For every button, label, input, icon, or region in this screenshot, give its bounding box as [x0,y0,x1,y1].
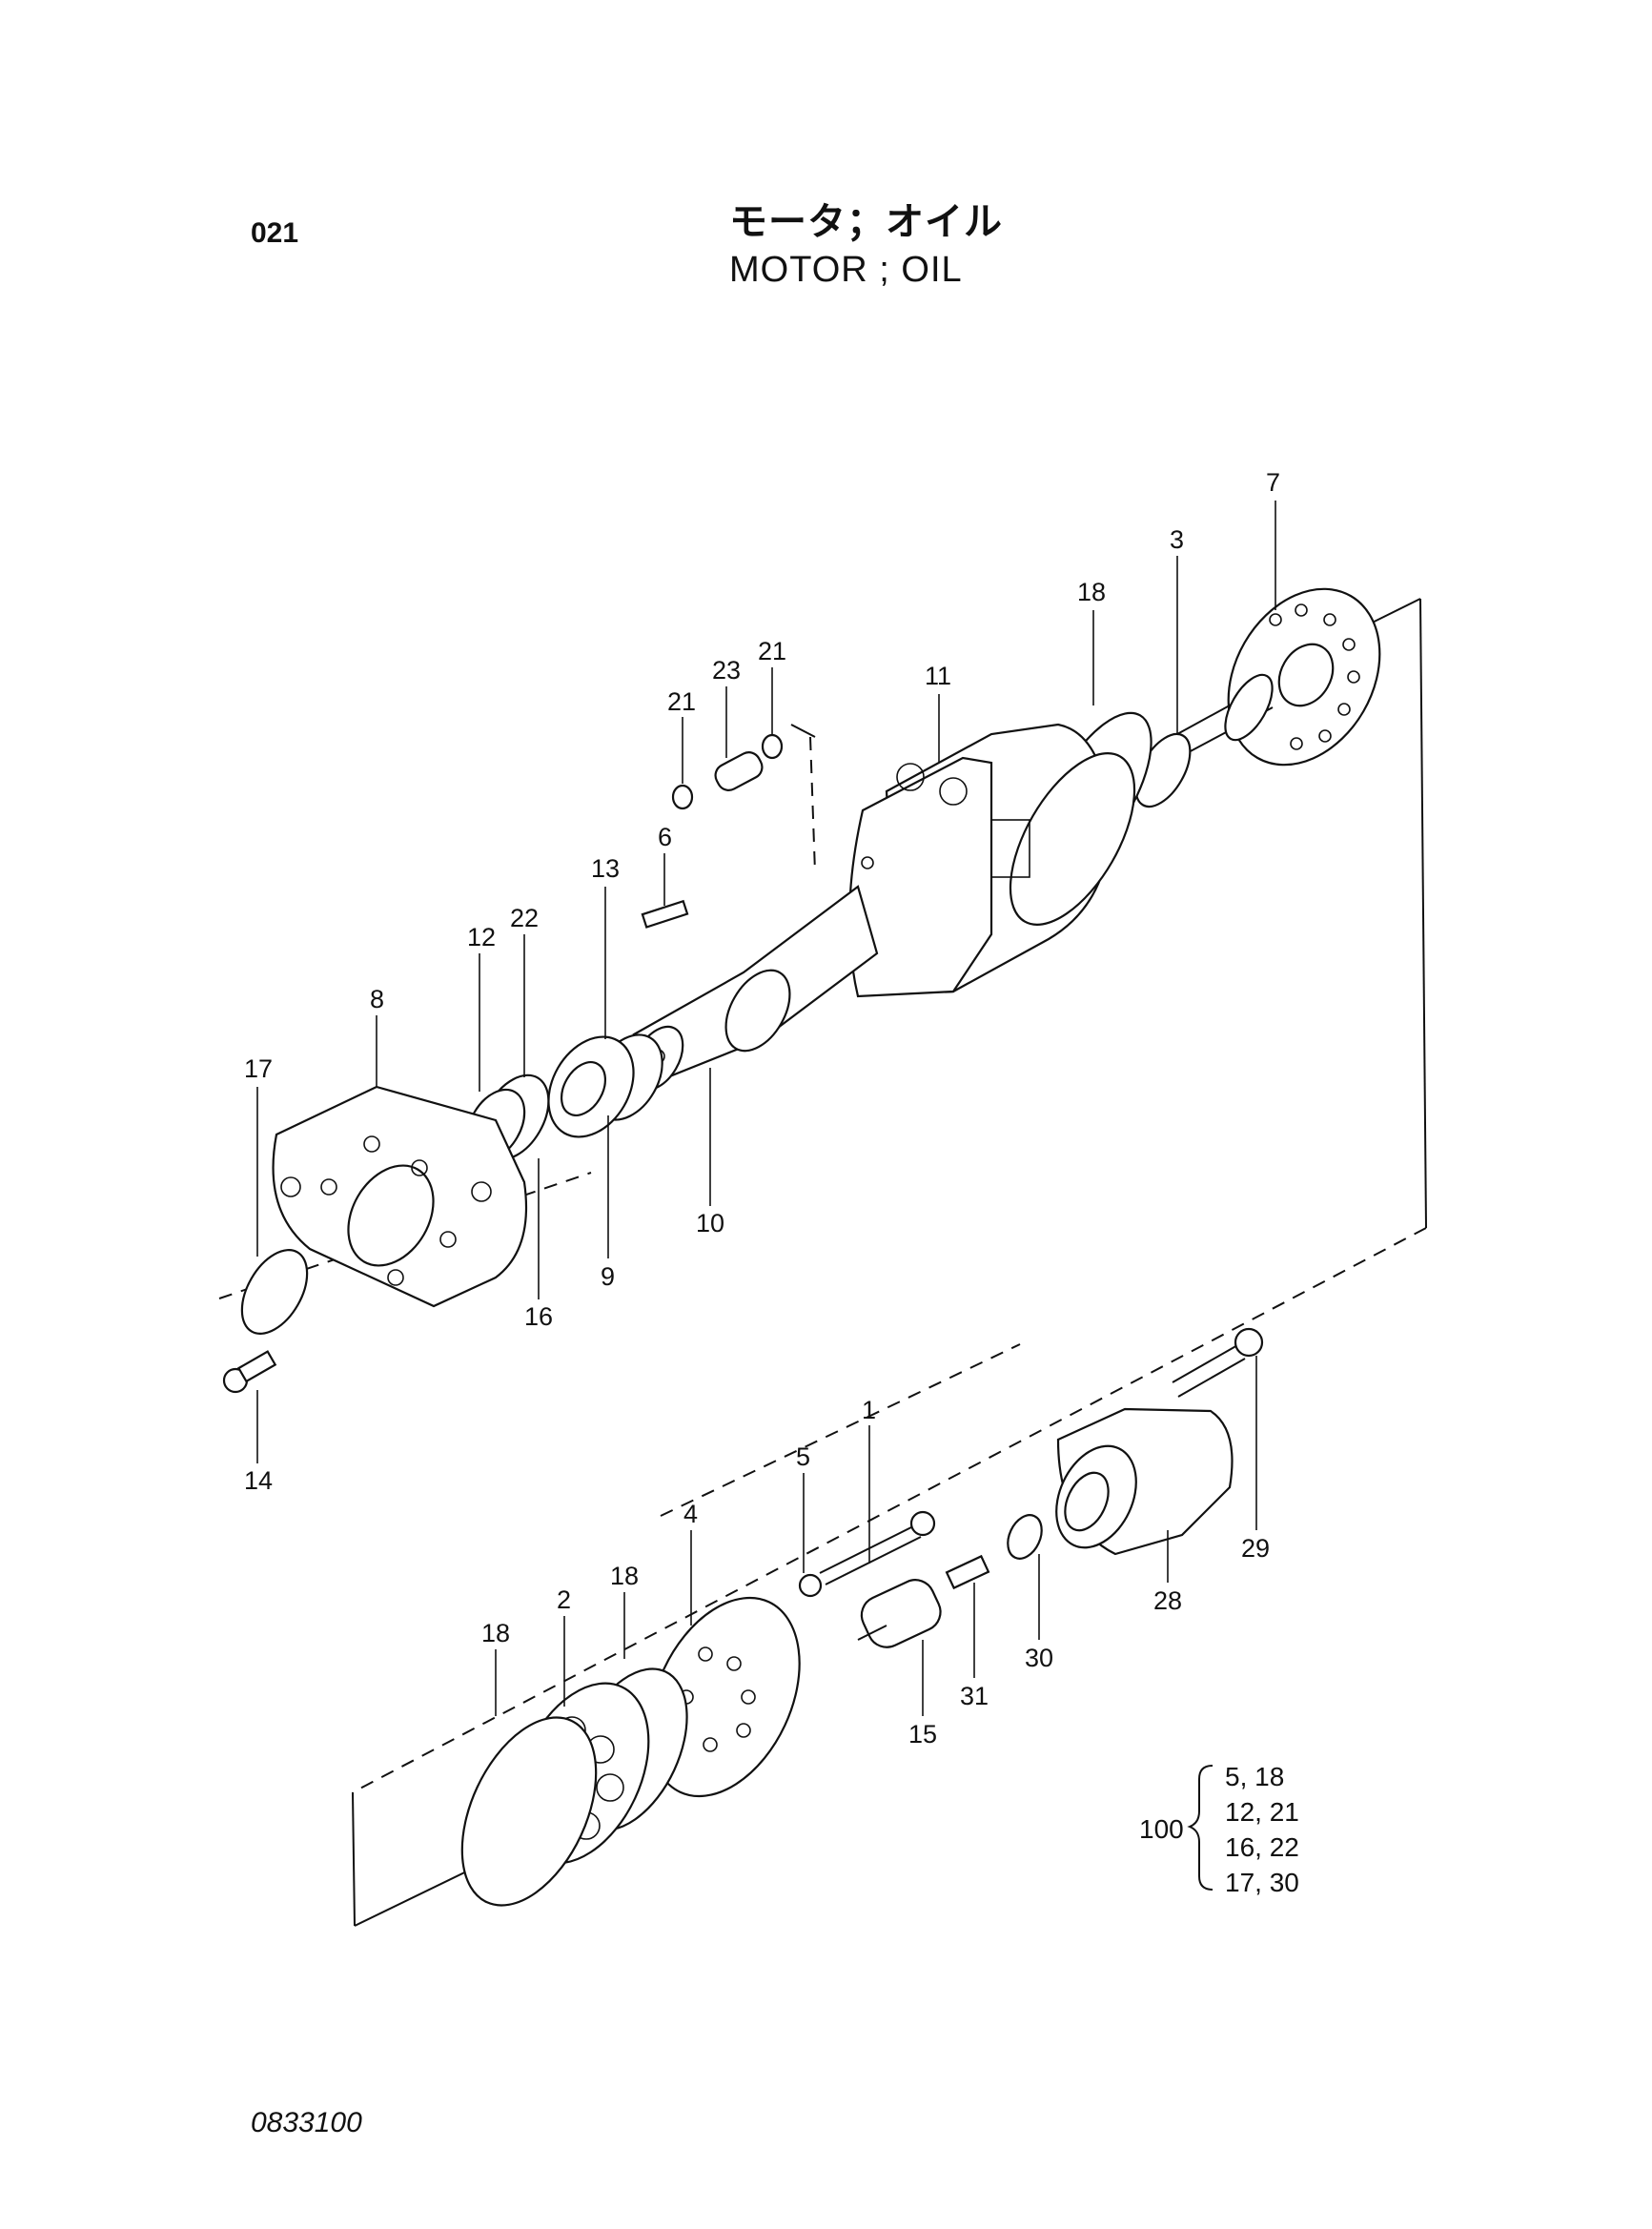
kit-row: 5, 18 [1225,1762,1284,1791]
kit-label: 100 [1139,1814,1184,1844]
part-31-spring [945,1554,990,1590]
callout-16: 16 [524,1302,553,1331]
callout-6: 6 [658,823,672,851]
callout-21: 21 [758,637,786,665]
callout-7: 7 [1266,468,1280,497]
callout-18: 18 [610,1562,639,1590]
callout-30: 30 [1025,1644,1053,1672]
callout-10: 10 [696,1209,724,1237]
title-japanese: モータ；オイル [729,200,1003,244]
title-english: MOTOR ; OIL [729,250,963,290]
callout-15: 15 [908,1720,937,1748]
kit-row: 17, 30 [1225,1868,1299,1897]
callout-3: 3 [1170,525,1184,554]
part-29-bolt [1172,1327,1264,1398]
callout-8: 8 [370,985,384,1013]
part-30-oring [1007,1514,1043,1560]
kit-group-100: 100 5, 18 12, 21 16, 22 17, 30 [1139,1762,1299,1897]
kit-row: 16, 22 [1225,1832,1299,1862]
kit-row: 12, 21 [1225,1797,1299,1827]
part-14-cap-screw [222,1350,277,1394]
callout-17: 17 [244,1054,273,1083]
part-7-flange-disc [1227,587,1381,767]
callout-4: 4 [683,1500,698,1528]
callout-9: 9 [601,1262,615,1291]
part-28-end-cover [1055,1407,1234,1556]
leader-lines [256,501,1276,1716]
drawing-number: 0833100 [251,2107,362,2138]
part-17-oring [240,1249,309,1335]
callout-23: 23 [712,656,741,685]
part-18-oring-bottom [460,1716,598,1907]
part-9-13-bearing [547,1033,663,1138]
callout-18: 18 [1077,578,1106,606]
callout-14: 14 [244,1466,273,1495]
callout-31: 31 [960,1682,989,1710]
callout-28: 28 [1153,1586,1182,1615]
page-code: 021 [251,217,299,249]
part-1-5-bolt-washer [798,1510,936,1598]
callout-1: 1 [862,1396,876,1424]
callout-22: 22 [510,904,539,932]
part-6-key [641,899,689,929]
part-21-23-plug-set [671,733,784,810]
callout-13: 13 [591,854,620,883]
callout-11: 11 [925,662,951,690]
callout-5: 5 [796,1442,810,1471]
callout-2: 2 [557,1585,571,1614]
callout-12: 12 [467,923,496,951]
part-11-housing [848,723,1136,998]
callout-29: 29 [1241,1534,1270,1563]
callout-21: 21 [667,687,696,716]
callout-labels: 7 3 18 21 23 21 11 6 13 22 12 8 17 10 9 … [244,468,1280,1748]
callout-18: 18 [481,1619,510,1647]
part-15-sleeve [857,1579,942,1648]
part-8-flange-block [272,1085,528,1308]
part-4-valve-plate [648,1596,801,1798]
